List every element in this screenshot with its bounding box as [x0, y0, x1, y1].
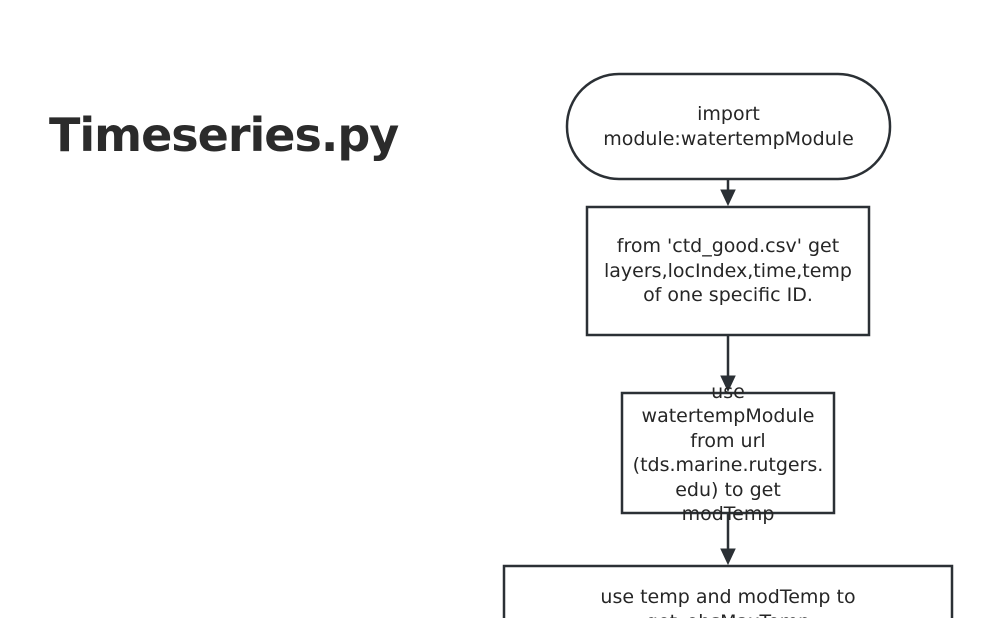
flow-node-get-obsmaxtemp: use temp and modTemp to get_obsMaxTemp	[504, 566, 952, 618]
flow-node-import-module: import module:watertempModule	[567, 74, 890, 179]
flow-node-label: use temp and modTemp to get_obsMaxTemp	[600, 586, 856, 618]
flow-node-label: from 'ctd_good.csv' get layers,locIndex,…	[604, 235, 852, 307]
flow-node-read-csv: from 'ctd_good.csv' get layers,locIndex,…	[587, 207, 869, 335]
flow-node-label: import module:watertempModule	[603, 103, 854, 150]
page-title: Timeseries.py	[49, 108, 399, 162]
flow-node-get-modtemp: use watertempModule from url (tds.marine…	[622, 381, 834, 526]
flow-node-n4-shape	[502, 564, 954, 618]
flow-arrowhead-n3-n4	[720, 548, 736, 566]
flow-arrowhead-n2-n3	[720, 375, 736, 393]
flow-arrowhead-n1-n2	[720, 189, 736, 207]
flow-node-label: use watertempModule from url (tds.marine…	[632, 380, 824, 526]
